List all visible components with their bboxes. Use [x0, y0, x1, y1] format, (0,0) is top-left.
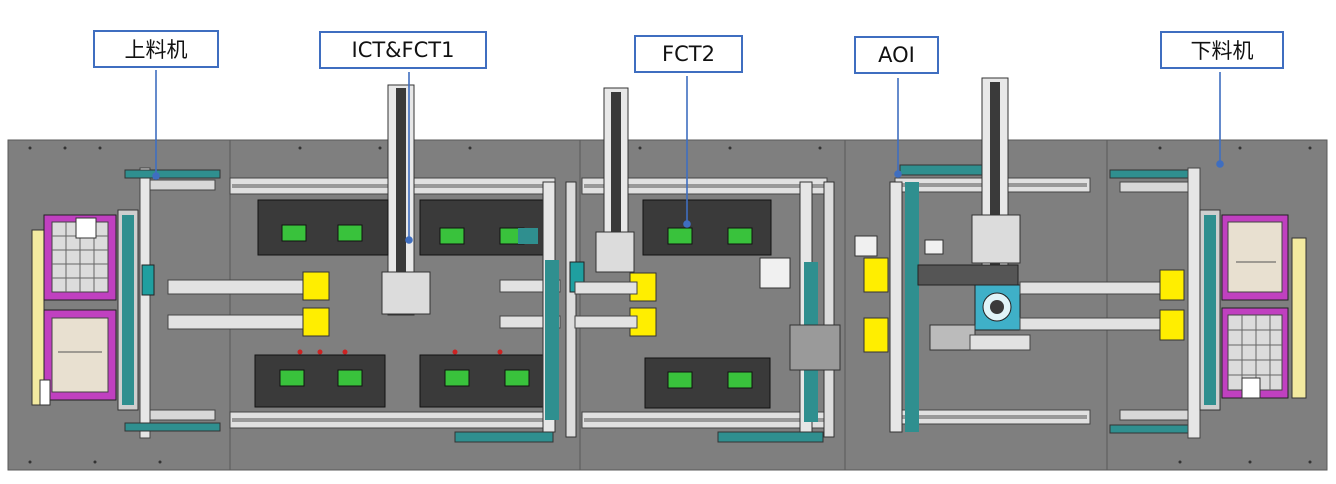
floor-screws	[28, 146, 1312, 464]
yellow-pusher-pad	[302, 307, 330, 337]
test-fixture-ict-3	[254, 354, 386, 408]
label-loader: 上料机	[93, 30, 219, 68]
yellow-pusher-pad	[863, 257, 889, 293]
loader-machine	[31, 167, 221, 439]
label-aoi: AOI	[854, 36, 939, 74]
label-unloader: 下料机	[1160, 31, 1284, 69]
fct2-machine	[574, 87, 841, 443]
yellow-pusher-pad	[1159, 269, 1185, 301]
aoi-machine	[854, 77, 1091, 433]
test-fixture-ict-2	[419, 199, 546, 256]
label-ict-fct1: ICT&FCT1	[319, 31, 487, 69]
label-pointers	[152, 70, 1224, 244]
yellow-pusher-pad	[302, 271, 330, 301]
test-fixture-ict-1	[257, 199, 389, 256]
unloader-machine	[1019, 167, 1307, 439]
yellow-pusher-pad	[863, 317, 889, 353]
ict-fct1-machine	[167, 84, 585, 443]
test-fixture-fct2-2	[644, 357, 771, 409]
yellow-pusher-pad	[1159, 309, 1185, 341]
test-fixture-ict-4	[419, 354, 549, 408]
label-fct2: FCT2	[634, 35, 743, 73]
test-fixture-fct2-1	[642, 199, 772, 256]
